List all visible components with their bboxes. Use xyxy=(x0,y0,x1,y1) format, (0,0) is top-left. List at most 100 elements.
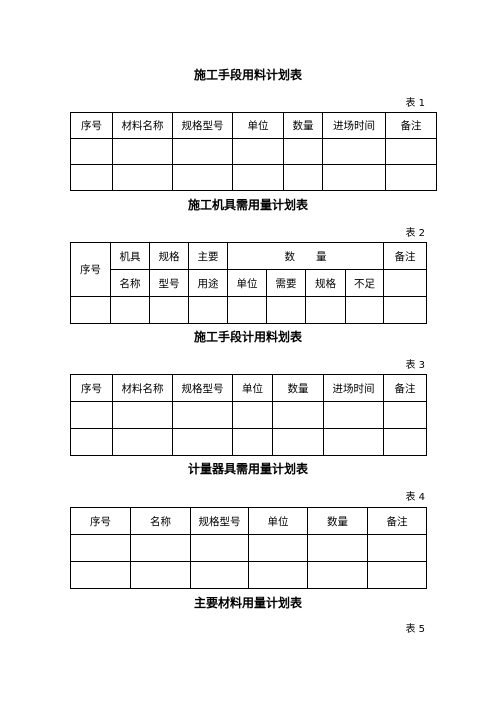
table-cell[interactable] xyxy=(190,534,249,562)
table-cell[interactable] xyxy=(305,296,346,324)
header-quantity: 数量 xyxy=(283,112,323,139)
table1-number: 表 1 xyxy=(405,98,425,109)
table-row xyxy=(70,164,437,191)
table-row xyxy=(70,428,427,456)
table-cell[interactable] xyxy=(307,534,368,562)
subheader-unit: 单位 xyxy=(227,269,267,297)
header-seq: 序号 xyxy=(70,374,113,402)
table4-number: 表 4 xyxy=(405,492,425,503)
table-cell[interactable] xyxy=(130,534,191,562)
table-row xyxy=(70,534,427,562)
table-cell[interactable] xyxy=(227,296,267,324)
table-cell[interactable] xyxy=(70,561,131,589)
table1-title: 施工手段用料计划表 xyxy=(193,68,302,82)
table3-title: 施工手段计用料划表 xyxy=(193,330,302,344)
header-spec-2: 型号 xyxy=(149,269,189,297)
header-unit: 单位 xyxy=(232,112,284,139)
table-cell[interactable] xyxy=(272,428,324,456)
table-row xyxy=(70,401,427,429)
subheader-spec: 规格 xyxy=(305,269,346,297)
table-cell[interactable] xyxy=(232,401,273,429)
header-use-2: 用途 xyxy=(188,269,228,297)
header-spec-model: 规格型号 xyxy=(172,112,233,139)
table-cell[interactable] xyxy=(172,428,233,456)
table2-title: 施工机具需用量计划表 xyxy=(187,198,308,212)
table-cell[interactable] xyxy=(70,138,113,165)
table2-number: 表 2 xyxy=(405,228,425,239)
table-cell[interactable] xyxy=(70,401,113,429)
table2: 序号 机具 规格 主要 数 量 备注 名称 型号 用途 单位 需要 规格 不足 xyxy=(70,242,427,324)
table-cell[interactable] xyxy=(110,296,150,324)
table-cell[interactable] xyxy=(112,428,173,456)
header-quantity: 数 量 xyxy=(227,242,384,270)
table-cell[interactable] xyxy=(172,138,233,165)
table-cell[interactable] xyxy=(345,296,384,324)
table-cell[interactable] xyxy=(307,561,368,589)
table-cell[interactable] xyxy=(232,164,284,191)
table-cell[interactable] xyxy=(70,428,113,456)
table-cell[interactable] xyxy=(112,401,173,429)
header-unit: 单位 xyxy=(232,374,273,402)
header-machine-1: 机具 xyxy=(110,242,150,270)
table-cell[interactable] xyxy=(323,401,384,429)
header-remark: 备注 xyxy=(385,112,437,139)
table-cell[interactable] xyxy=(248,534,308,562)
table4: 序号 名称 规格型号 单位 数量 备注 xyxy=(70,507,427,589)
table-cell[interactable] xyxy=(383,269,427,297)
header-material-name: 材料名称 xyxy=(112,112,173,139)
table-cell[interactable] xyxy=(283,164,323,191)
table-cell[interactable] xyxy=(385,164,437,191)
header-remark: 备注 xyxy=(383,242,427,270)
table-cell[interactable] xyxy=(367,561,427,589)
header-material-name: 材料名称 xyxy=(112,374,173,402)
table-cell[interactable] xyxy=(112,138,173,165)
table-cell[interactable] xyxy=(190,561,249,589)
table-cell[interactable] xyxy=(149,296,189,324)
header-seq: 序号 xyxy=(70,242,111,297)
header-entry-time: 进场时间 xyxy=(323,374,384,402)
table-cell[interactable] xyxy=(383,428,427,456)
table-cell[interactable] xyxy=(283,138,323,165)
header-quantity: 数量 xyxy=(307,507,368,535)
table-cell[interactable] xyxy=(188,296,228,324)
table-cell[interactable] xyxy=(70,164,113,191)
table4-title: 计量器具需用量计划表 xyxy=(187,462,308,476)
table-cell[interactable] xyxy=(112,164,173,191)
subheader-need: 需要 xyxy=(266,269,306,297)
table-cell[interactable] xyxy=(272,401,324,429)
table3-header-row: 序号 材料名称 规格型号 单位 数量 进场时间 备注 xyxy=(70,374,427,402)
header-remark: 备注 xyxy=(383,374,427,402)
table-cell[interactable] xyxy=(172,164,233,191)
table-cell[interactable] xyxy=(322,138,386,165)
table-cell[interactable] xyxy=(383,401,427,429)
table-cell[interactable] xyxy=(323,428,384,456)
table-cell[interactable] xyxy=(367,534,427,562)
header-use-1: 主要 xyxy=(188,242,228,270)
table4-header-row: 序号 名称 规格型号 单位 数量 备注 xyxy=(70,507,427,535)
table-cell[interactable] xyxy=(232,138,284,165)
header-name: 名称 xyxy=(130,507,191,535)
header-spec-model: 规格型号 xyxy=(172,374,233,402)
table1-header-row: 序号 材料名称 规格型号 单位 数量 进场时间 备注 xyxy=(70,112,437,139)
table-cell[interactable] xyxy=(70,296,111,324)
table-row xyxy=(70,561,427,589)
table-cell[interactable] xyxy=(383,296,427,324)
table-cell[interactable] xyxy=(70,534,131,562)
table-cell[interactable] xyxy=(266,296,306,324)
table-cell[interactable] xyxy=(130,561,191,589)
header-unit: 单位 xyxy=(248,507,308,535)
table-cell[interactable] xyxy=(385,138,437,165)
table-cell[interactable] xyxy=(172,401,233,429)
table-cell[interactable] xyxy=(322,164,386,191)
table5-number: 表 5 xyxy=(405,624,425,635)
header-entry-time: 进场时间 xyxy=(322,112,386,139)
header-seq: 序号 xyxy=(70,112,113,139)
table-cell[interactable] xyxy=(248,561,308,589)
table-cell[interactable] xyxy=(232,428,273,456)
table5-title: 主要材料用量计划表 xyxy=(193,596,302,610)
header-spec-model: 规格型号 xyxy=(190,507,249,535)
header-remark: 备注 xyxy=(367,507,427,535)
subheader-shortage: 不足 xyxy=(345,269,384,297)
table-row xyxy=(70,296,427,324)
table3-number: 表 3 xyxy=(405,360,425,371)
